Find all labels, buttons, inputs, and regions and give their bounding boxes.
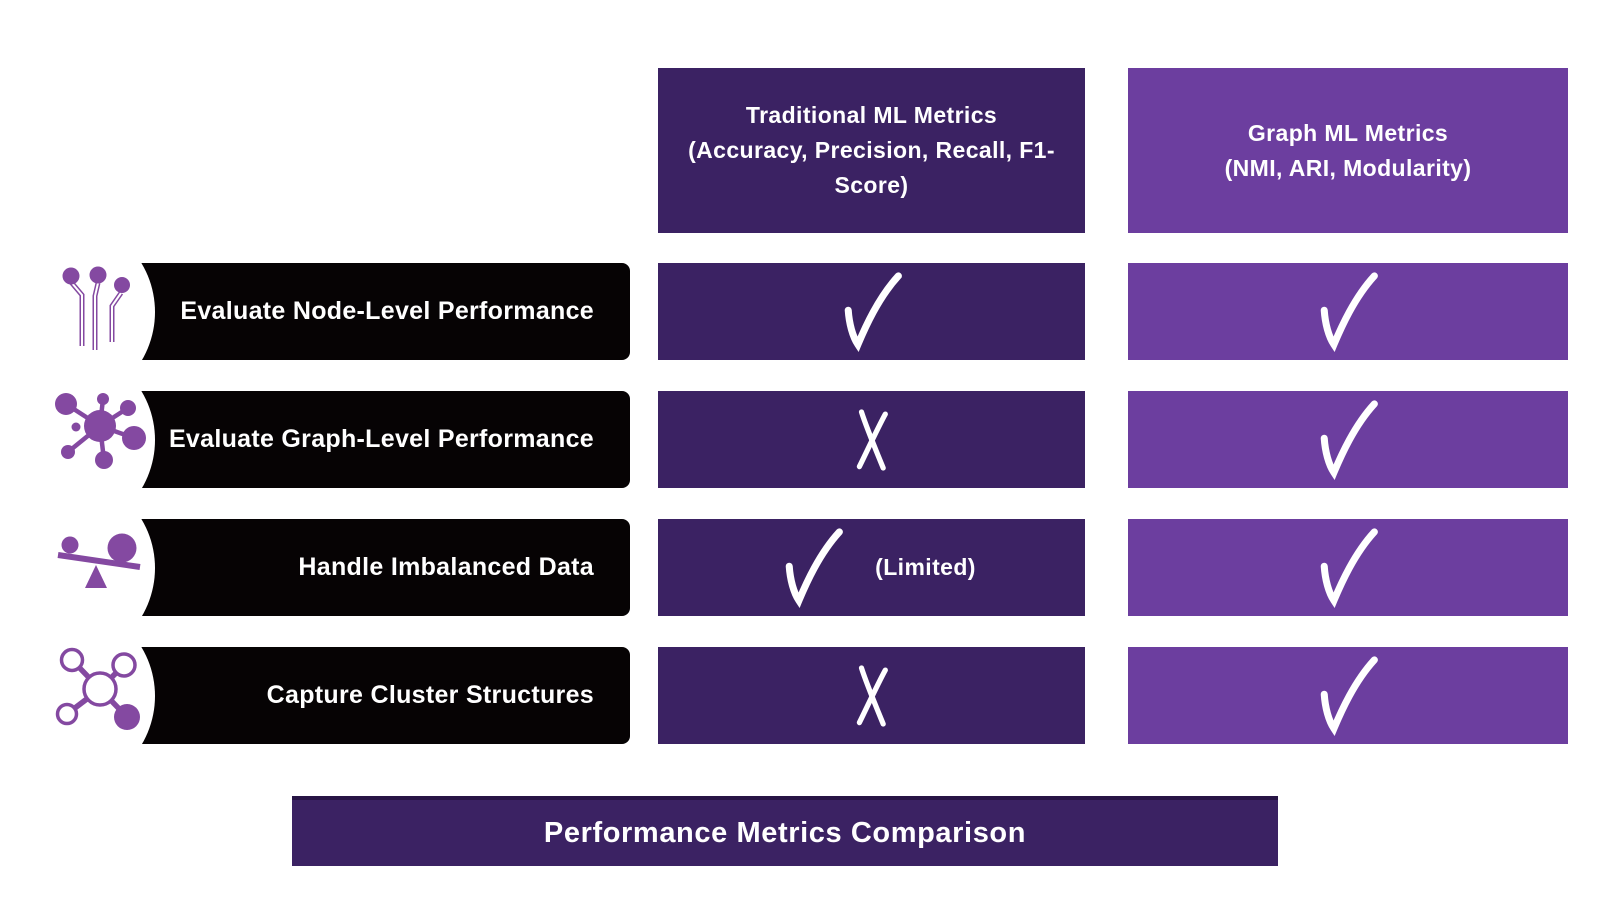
- column-title: Traditional ML Metrics: [745, 102, 998, 128]
- table-row: Evaluate Node-Level Performance: [0, 217, 1600, 407]
- footer-title: Performance Metrics Comparison: [543, 816, 1027, 849]
- check-mark: [1320, 271, 1378, 352]
- row-label-text: Capture Cluster Structures: [266, 681, 594, 709]
- traditional-cell: [658, 391, 1085, 488]
- column-subtitle: (Accuracy, Precision, Recall, F1-Score): [688, 137, 1055, 198]
- graph-cell: [1128, 647, 1568, 744]
- column-header-traditional: Traditional ML Metrics (Accuracy, Precis…: [658, 68, 1085, 233]
- row-label-bar: [100, 519, 630, 616]
- check-mark: [844, 271, 902, 352]
- check-mark: [1320, 655, 1378, 736]
- column-header-graph: Graph ML Metrics (NMI, ARI, Modularity): [1128, 68, 1568, 233]
- check-mark: [785, 527, 844, 608]
- row-label-bar: [100, 391, 630, 488]
- traditional-cell: (Limited): [658, 519, 1085, 616]
- x-mark: [856, 408, 888, 471]
- x-mark: [856, 664, 888, 727]
- row-label-text: Evaluate Graph-Level Performance: [168, 425, 594, 453]
- row-label: Evaluate Node-Level Performance: [100, 263, 630, 360]
- row-icon-notch: [0, 601, 155, 791]
- traditional-cell: [658, 647, 1085, 744]
- column-title: Graph ML Metrics: [1247, 119, 1449, 146]
- cluster-icon: [55, 647, 140, 730]
- row-label: Evaluate Graph-Level Performance: [100, 391, 630, 488]
- graph-cell: [1128, 391, 1568, 488]
- graph-cell: [1128, 263, 1568, 360]
- check-mark: [1320, 527, 1378, 608]
- row-label-bar: [100, 263, 630, 360]
- footer-title-bar: Performance Metrics Comparison: [292, 796, 1278, 866]
- row-label: Capture Cluster Structures: [100, 647, 630, 744]
- row-label-text: Handle Imbalanced Data: [298, 553, 594, 581]
- cell-note: (Limited): [875, 554, 976, 580]
- node-level-icon: [62, 266, 130, 350]
- row-label-text: Evaluate Node-Level Performance: [180, 297, 594, 325]
- graph-network-icon: [55, 393, 146, 469]
- column-subtitle: (NMI, ARI, Modularity): [1224, 154, 1472, 181]
- traditional-cell: [658, 263, 1085, 360]
- row-label: Handle Imbalanced Data: [100, 519, 630, 616]
- row-label-bar: [100, 647, 630, 744]
- table-row: Handle Imbalanced Data (Limited): [0, 473, 1600, 663]
- table-row: Evaluate Graph-Level Performance: [0, 345, 1600, 535]
- check-mark: [1320, 399, 1378, 480]
- graph-cell: [1128, 519, 1568, 616]
- imbalance-scale-icon: [57, 533, 141, 588]
- table-row: Capture Cluster Structures: [0, 601, 1600, 791]
